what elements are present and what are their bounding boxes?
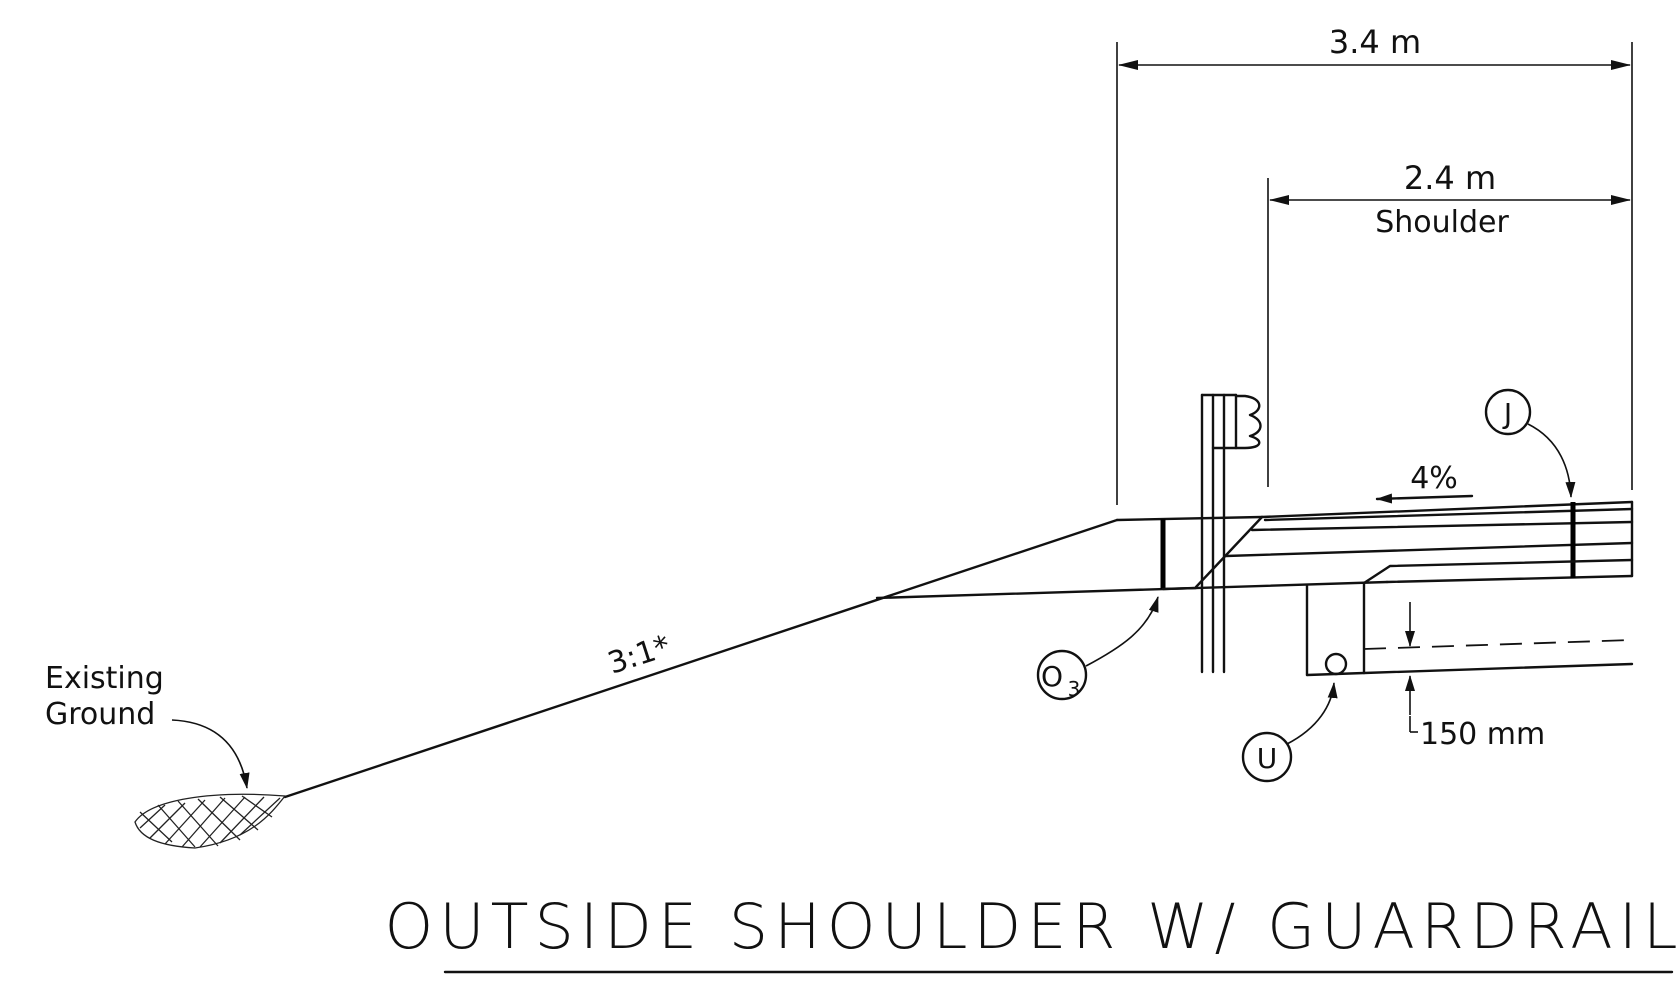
callout-o3-subscript: 3 <box>1068 677 1081 701</box>
shoulder-label: Shoulder <box>1375 205 1509 240</box>
depth-label: 150 mm <box>1420 717 1545 752</box>
underdrain <box>1305 558 1634 677</box>
depth-dimension: 150 mm <box>1405 602 1545 752</box>
pavement-layer-2 <box>1250 520 1634 532</box>
ground-hatch-outline <box>134 793 287 849</box>
callout-u-circle <box>1241 731 1293 783</box>
underdrain-pipe <box>1324 652 1348 676</box>
callout-j-label: J <box>1502 397 1512 430</box>
shoulder-top-edge <box>1115 515 1264 522</box>
w-beam-rail <box>1234 394 1262 450</box>
o3-base <box>1161 586 1198 591</box>
callout-j-leader <box>1527 423 1576 498</box>
subgrade-line-right <box>1385 574 1634 584</box>
callout-o3: O 3 <box>1036 596 1159 701</box>
callout-j-circle <box>1484 388 1532 436</box>
side-slope-line <box>283 518 1119 799</box>
shoulder-slope-label: 4% <box>1410 461 1458 496</box>
total-width-dimension: 3.4 m <box>1116 23 1633 505</box>
guardrail <box>1200 393 1262 674</box>
callout-o3-label: O <box>1041 660 1063 693</box>
slope-arrow <box>1375 493 1474 504</box>
existing-ground-leader <box>171 719 250 789</box>
trench-bottom-extension <box>1362 662 1634 675</box>
side-slope-label: 3:1* <box>604 629 675 682</box>
callout-o3-circle <box>1036 649 1088 701</box>
total-width-label: 3.4 m <box>1329 23 1421 61</box>
pavement-top-surface <box>1260 500 1634 519</box>
callout-o3-leader <box>1085 596 1159 667</box>
shoulder-width-label: 2.4 m <box>1404 159 1496 197</box>
ground-hatch-symbol <box>134 793 287 849</box>
callout-j: J <box>1484 388 1576 498</box>
drawing-title: OUTSIDE SHOULDER W/ GUARDRAIL <box>384 890 1679 963</box>
drawing-title-block: OUTSIDE SHOULDER W/ GUARDRAIL <box>384 890 1679 974</box>
shoulder-subgrade-line <box>875 580 1389 600</box>
existing-ground-label-2: Ground <box>45 697 155 732</box>
shoulder-slope-indicator: 4% <box>1375 461 1474 504</box>
pavement-layer-3 <box>1224 541 1634 558</box>
pavement-edge-taper <box>1194 515 1264 589</box>
roadway-section <box>875 500 1634 600</box>
callout-u-leader <box>1286 682 1338 745</box>
trench-top-edge <box>1362 558 1634 585</box>
existing-ground: Existing Ground <box>45 661 287 849</box>
callout-u: U <box>1241 682 1338 783</box>
callout-u-label: U <box>1257 742 1278 775</box>
shoulder-width-dimension: 2.4 m Shoulder <box>1267 159 1631 487</box>
existing-ground-label-1: Existing <box>45 661 164 696</box>
side-slope: 3:1* <box>283 518 1119 799</box>
drain-flowline-dashed <box>1363 639 1633 650</box>
